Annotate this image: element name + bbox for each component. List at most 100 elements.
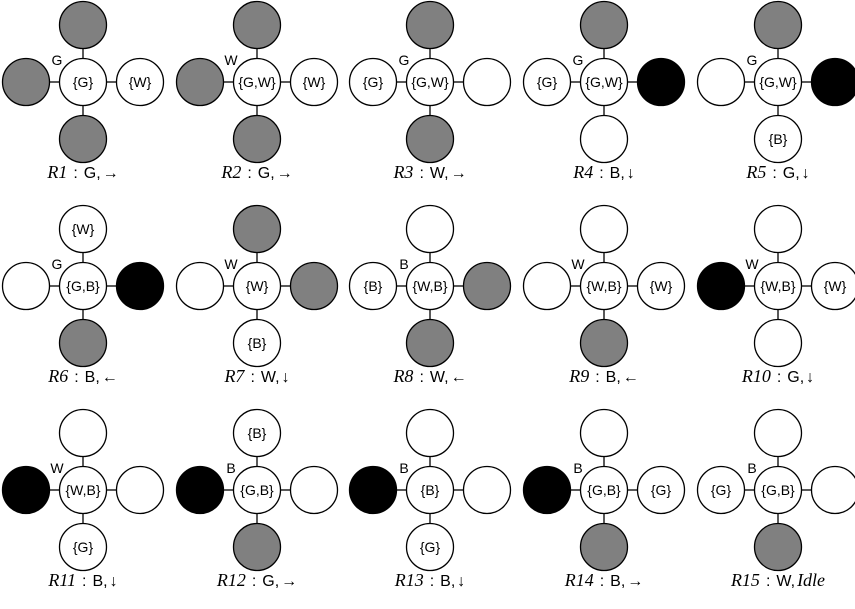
caption-action: B, (93, 573, 108, 590)
node-center (232, 57, 282, 107)
node-center-label: {G} (73, 74, 94, 90)
node-right-label: {W} (129, 74, 152, 90)
caption-id: R13 (394, 570, 424, 590)
node-right (636, 465, 686, 515)
panel-caption: R9: B,← (568, 366, 639, 386)
node-center (232, 261, 282, 311)
robot-color-label: G (52, 52, 63, 68)
panel-caption: R15:W,Idle (730, 570, 825, 590)
caption-colon: : (595, 369, 599, 386)
node-down (579, 318, 629, 368)
node-down-label: {B} (769, 131, 788, 147)
robot-color-label: B (399, 460, 408, 476)
node-right (289, 57, 339, 107)
panel-caption: R12:G,→ (216, 570, 297, 590)
node-center-label: {W,B} (65, 482, 100, 498)
node-center-label: {W,B} (586, 278, 621, 294)
node-left (522, 57, 572, 107)
node-center-label: {B} (421, 482, 440, 498)
node-down (753, 114, 803, 164)
node-center-label: {G,B} (240, 482, 274, 498)
node-left (522, 465, 572, 515)
node-center (405, 57, 455, 107)
node-left (1, 261, 51, 311)
robot-color-label: G (747, 52, 758, 68)
caption-colon: : (74, 369, 78, 386)
robot-color-label: B (573, 460, 582, 476)
caption-colon: : (250, 369, 254, 386)
caption-direction: ↓ (110, 573, 118, 590)
panel-caption: R2:G,→ (220, 162, 292, 182)
node-up (58, 408, 108, 458)
node-center-label: {W,B} (412, 278, 447, 294)
caption-direction: → (451, 165, 467, 182)
robot-color-label: W (50, 460, 64, 476)
node-down (232, 522, 282, 572)
robot-color-label: B (226, 460, 235, 476)
node-right (289, 261, 339, 311)
node-left (1, 465, 51, 515)
caption-direction: ← (102, 369, 118, 386)
caption-direction: ↓ (802, 165, 810, 182)
caption-colon: : (419, 165, 423, 182)
caption-colon: : (247, 165, 251, 182)
node-center-label: {G,W} (238, 74, 276, 90)
caption-action: B, (606, 369, 621, 386)
caption-direction: ← (623, 369, 639, 386)
caption-direction: ↓ (282, 369, 290, 386)
node-up (232, 204, 282, 254)
node-center (232, 465, 282, 515)
caption-action: G, (84, 165, 101, 182)
node-right (462, 465, 512, 515)
node-center (753, 57, 803, 107)
node-center-label: {W,B} (760, 278, 795, 294)
node-center-label: {G,B} (761, 482, 795, 498)
panel-caption: R4:B,↓ (572, 162, 635, 182)
caption-direction: ↓ (457, 573, 465, 590)
panel-caption: R5:G,↓ (745, 162, 809, 182)
caption-action: W, (430, 165, 449, 182)
caption-id: R4 (572, 162, 593, 182)
caption-direction: ↓ (627, 165, 635, 182)
caption-id: R1 (46, 162, 67, 182)
caption-id: R11 (47, 570, 76, 590)
caption-action: B, (85, 369, 100, 386)
caption-id: R9 (568, 366, 589, 386)
panel-r1: {W}{G}GR1:G,→ (1, 0, 165, 182)
node-center (579, 57, 629, 107)
node-up (753, 204, 803, 254)
node-center-label: {G,W} (759, 74, 797, 90)
node-right (636, 261, 686, 311)
caption-direction: → (277, 165, 293, 182)
caption-action: B, (610, 573, 625, 590)
node-left (175, 57, 225, 107)
panel-r8: {B}{W,B}BR8:W,← (348, 204, 512, 386)
node-center (58, 465, 108, 515)
caption-action: B, (440, 573, 455, 590)
node-right (462, 57, 512, 107)
panel-caption: R3:W,→ (392, 162, 466, 182)
node-left-label: {G} (363, 74, 384, 90)
panel-caption: R13:B,↓ (394, 570, 466, 590)
panel-caption: R8:W,← (392, 366, 466, 386)
caption-colon: : (73, 165, 77, 182)
node-left (696, 261, 746, 311)
panel-r9: {W}{W,B}WR9:B,← (522, 204, 686, 386)
caption-direction: ↓ (806, 369, 814, 386)
node-left (348, 261, 398, 311)
node-left-label: {G} (711, 482, 732, 498)
node-left-label: {G} (537, 74, 558, 90)
node-down (579, 522, 629, 572)
caption-colon: : (252, 573, 256, 590)
node-center (405, 465, 455, 515)
caption-id: R2 (220, 162, 241, 182)
node-up (579, 0, 629, 50)
node-down (579, 114, 629, 164)
node-center (753, 465, 803, 515)
panel-caption: R6: B,← (47, 366, 118, 386)
caption-id: R6 (47, 366, 68, 386)
node-down (405, 114, 455, 164)
